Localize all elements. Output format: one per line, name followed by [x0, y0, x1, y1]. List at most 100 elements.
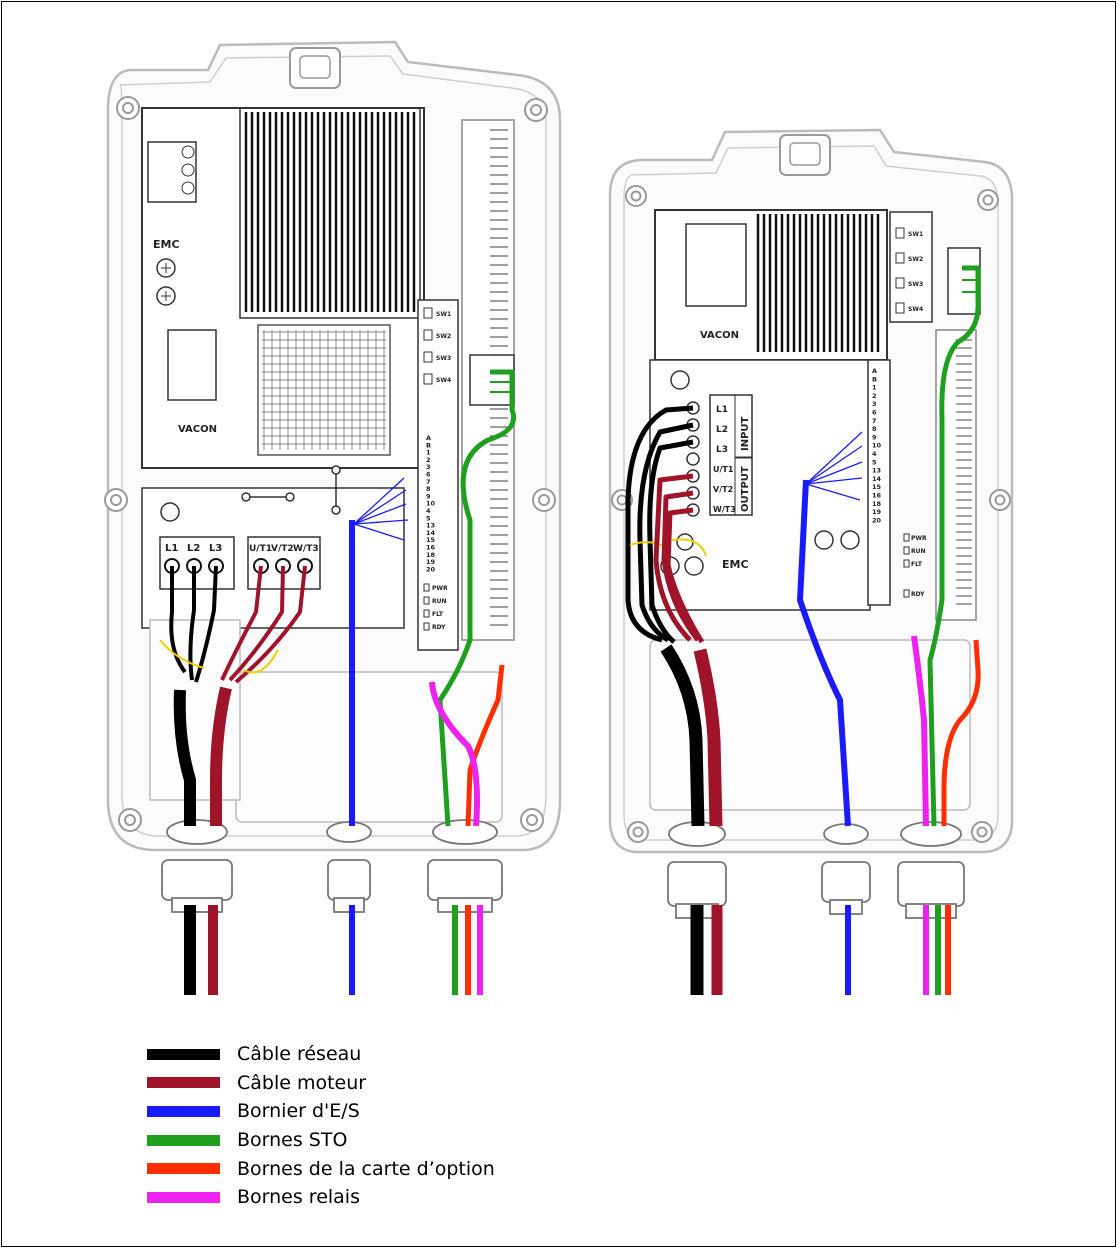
- right-io-wire-4: [805, 477, 863, 485]
- left-io-wire-2: [353, 489, 407, 525]
- right-motor-wire-w: [665, 507, 705, 644]
- right-io-number-18: 19: [872, 508, 882, 516]
- left-sto-plug: [469, 354, 515, 406]
- left-io-number-12: 5: [426, 514, 431, 522]
- left-io-number-15: 15: [426, 536, 436, 544]
- legend-item: Bornes relais: [147, 1183, 495, 1212]
- right-io-number-13: 13: [872, 467, 881, 475]
- left-io-number-11: 4: [426, 507, 431, 515]
- right-motor-wire-u: [653, 473, 694, 642]
- left-led-flt: [423, 609, 430, 618]
- right-mains-label-l3: L3: [716, 445, 728, 455]
- right-option-cable: [941, 639, 981, 826]
- left-io-number-17: 18: [426, 551, 436, 559]
- right-motor-label-2: V/T2: [713, 485, 733, 494]
- legend-item: Câble moteur: [147, 1069, 495, 1098]
- left-io-number-7: 7: [426, 478, 431, 486]
- right-input-label: INPUT: [740, 416, 751, 451]
- left-io-number-19: 20: [426, 565, 436, 573]
- legend-label: Câble moteur: [237, 1071, 367, 1094]
- right-relay-cable: [911, 635, 929, 827]
- left-io-number-9: 9: [426, 492, 431, 500]
- right-brand: VACON: [700, 330, 739, 341]
- right-emc-label: EMC: [722, 558, 749, 571]
- left-io-number-6: 6: [426, 471, 431, 479]
- left-switch-1[interactable]: [423, 307, 433, 319]
- left-switch-label-4: SW4: [436, 377, 451, 384]
- right-io-number-1: A: [872, 367, 877, 375]
- right-io-number-10: 10: [872, 442, 882, 450]
- right-io-number-16: 16: [872, 492, 882, 500]
- legend-label: Bornes de la carte d’option: [237, 1157, 495, 1180]
- right-io-number-7: 7: [872, 417, 877, 425]
- left-io-number-2: B: [426, 441, 431, 449]
- legend-label: Câble réseau: [237, 1043, 362, 1066]
- left-switch-3[interactable]: [423, 351, 433, 363]
- left-switch-label-3: SW3: [436, 355, 451, 362]
- right-motor-label-3: W/T3: [713, 505, 736, 514]
- right-control-board: [867, 359, 891, 606]
- right-switch-label-3: SW3: [908, 281, 923, 288]
- legend-swatch: [147, 1134, 220, 1146]
- left-mains-wire-l1: [169, 566, 187, 674]
- left-motor-wire-w: [234, 565, 307, 684]
- right-led-rdy: [903, 589, 910, 598]
- right-switch-1[interactable]: [895, 227, 905, 239]
- right-io-number-17: 18: [872, 500, 882, 508]
- legend-label: Bornes STO: [237, 1129, 348, 1152]
- left-mains-label-l1: L1: [165, 543, 178, 554]
- right-top-hinge: [779, 134, 831, 176]
- right-io-number-9: 9: [872, 433, 877, 441]
- left-sto-cable: [437, 369, 516, 827]
- legend-swatch: [147, 1191, 220, 1203]
- right-switch-2[interactable]: [895, 252, 905, 264]
- left-io-number-1: A: [426, 434, 431, 442]
- right-led-label-flt: FLT: [911, 561, 923, 568]
- left-brand: VACON: [178, 424, 217, 435]
- right-led-flt: [903, 559, 910, 568]
- left-io-wire-1: [353, 477, 405, 525]
- left-relay-cable: [429, 681, 480, 827]
- left-motor-wire-v: [228, 565, 285, 682]
- right-mains-wire-l2: [637, 422, 694, 643]
- right-io-cable: [797, 479, 851, 827]
- legend-swatch: [147, 1048, 220, 1060]
- legend-item: Câble réseau: [147, 1040, 495, 1069]
- left-io-number-8: 8: [426, 485, 431, 493]
- left-led-label-pwr: PWR: [432, 585, 448, 592]
- right-switch-3[interactable]: [895, 277, 905, 289]
- right-display-window: [685, 223, 747, 307]
- right-mains-cable-sheath: [660, 644, 705, 827]
- left-io-number-13: 13: [426, 522, 435, 530]
- right-led-label-run: RUN: [911, 548, 926, 555]
- left-io-wire-3: [353, 503, 407, 525]
- right-io-number-8: 8: [872, 425, 877, 433]
- left-led-label-rdy: RDY: [432, 624, 446, 631]
- legend-item: Bornier d'E/S: [147, 1097, 495, 1126]
- left-io-number-4: 2: [426, 456, 431, 464]
- right-mains-label-l2: L2: [716, 425, 728, 435]
- left-switch-label-2: SW2: [436, 333, 451, 340]
- left-io-number-16: 16: [426, 544, 436, 552]
- right-output-label: OUTPUT: [740, 466, 751, 512]
- legend-label: Bornier d'E/S: [237, 1100, 360, 1123]
- legend-swatch: [147, 1163, 220, 1175]
- left-switch-4[interactable]: [423, 373, 433, 385]
- right-io-number-19: 20: [872, 516, 882, 524]
- right-mains-wire-l3: [647, 439, 694, 644]
- right-io-number-15: 15: [872, 483, 882, 491]
- right-motor-earth-wire: [671, 538, 707, 557]
- legend-swatch: [147, 1105, 220, 1117]
- right-power-board: [649, 359, 871, 611]
- right-io-number-14: 14: [872, 475, 882, 483]
- left-switch-2[interactable]: [423, 329, 433, 341]
- right-sto-cable: [927, 265, 981, 827]
- right-terminal-block: [709, 394, 753, 516]
- left-led-run: [423, 596, 430, 605]
- right-switch-label-4: SW4: [908, 306, 923, 313]
- left-mains-earth-wire: [159, 639, 205, 669]
- right-switch-4[interactable]: [895, 302, 905, 314]
- right-switch-label-1: SW1: [908, 231, 923, 238]
